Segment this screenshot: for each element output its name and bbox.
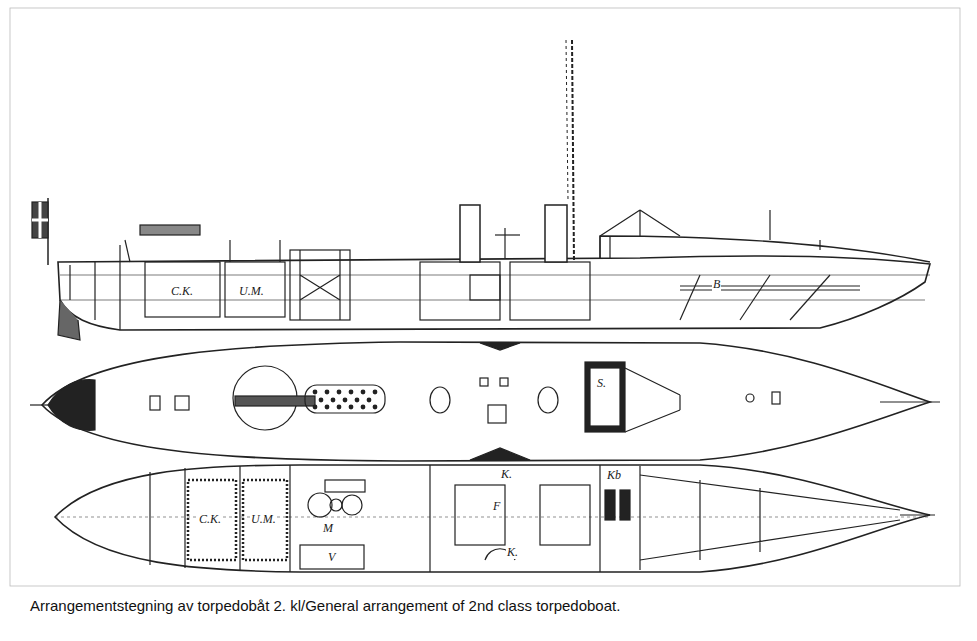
part-label: M: [322, 522, 334, 535]
part-label: V: [327, 551, 336, 564]
part-label: U.M.: [250, 513, 277, 526]
part-label: S.: [596, 377, 607, 390]
part-label: C.K.: [198, 513, 222, 526]
part-label: K.: [500, 468, 513, 481]
part-label: Kb: [606, 469, 622, 482]
part-label: K.: [506, 546, 519, 559]
part-label: B: [712, 278, 721, 291]
part-label: F: [492, 500, 501, 513]
figure-caption: Arrangementstegning av torpedobåt 2. kl/…: [30, 597, 620, 615]
part-label: U.M.: [238, 285, 265, 298]
part-label: C.K.: [170, 285, 194, 298]
